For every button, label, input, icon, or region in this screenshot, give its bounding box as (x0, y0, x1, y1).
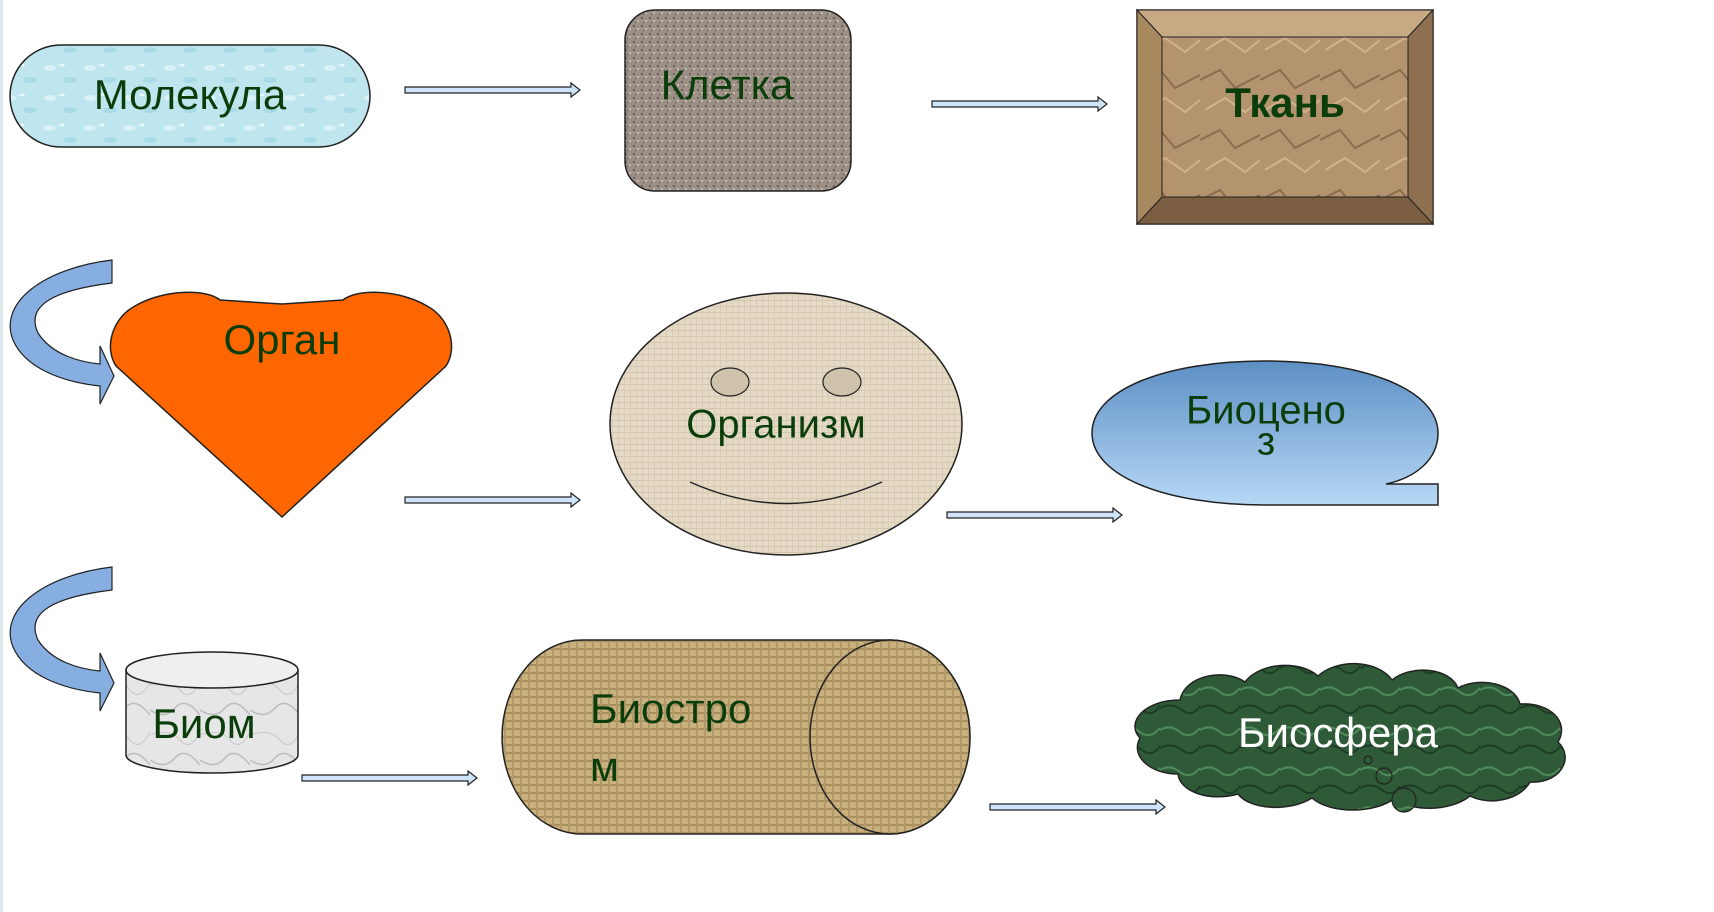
biostrom-label-line2: м (590, 743, 619, 790)
arrow-cell-tissue (932, 97, 1107, 111)
node-organ: Орган (110, 292, 451, 517)
arrow-organism-biocenosis (947, 508, 1122, 522)
cell-label: Клетка (661, 61, 794, 108)
biostrom-label-line1: Биостро (590, 685, 751, 732)
left-eye (711, 368, 749, 396)
curved-arrow-row3 (10, 567, 114, 711)
node-cell: Клетка (625, 10, 851, 191)
organism-label: Организм (686, 403, 866, 447)
tissue-label: Ткань (1225, 79, 1345, 126)
thought-bubble-medium (1376, 768, 1392, 784)
arrow-biome-biostrom (302, 771, 477, 785)
organ-label: Орган (224, 316, 341, 363)
arrow-molecule-cell (405, 83, 580, 97)
biome-label: Биом (152, 700, 255, 747)
node-biostrom: Биостро м (502, 640, 970, 834)
node-biosphere: Биосфера (1135, 664, 1565, 812)
biosphere-label: Биосфера (1238, 709, 1439, 756)
node-organism: Организм (610, 293, 962, 555)
node-tissue: Ткань (1137, 10, 1433, 224)
node-molecule: Молекула (10, 45, 370, 147)
node-biocenosis: Биоцено з (1092, 361, 1438, 505)
thought-bubble-large (1392, 788, 1416, 812)
arrow-organ-organism (405, 493, 580, 507)
arrow-biostrom-biosphere (990, 800, 1165, 814)
node-biome: Биом (126, 652, 298, 773)
right-eye (823, 368, 861, 396)
biocenosis-label-line2: з (1257, 420, 1275, 464)
curved-arrow-row2 (10, 260, 114, 404)
molecule-label: Молекула (94, 71, 287, 118)
